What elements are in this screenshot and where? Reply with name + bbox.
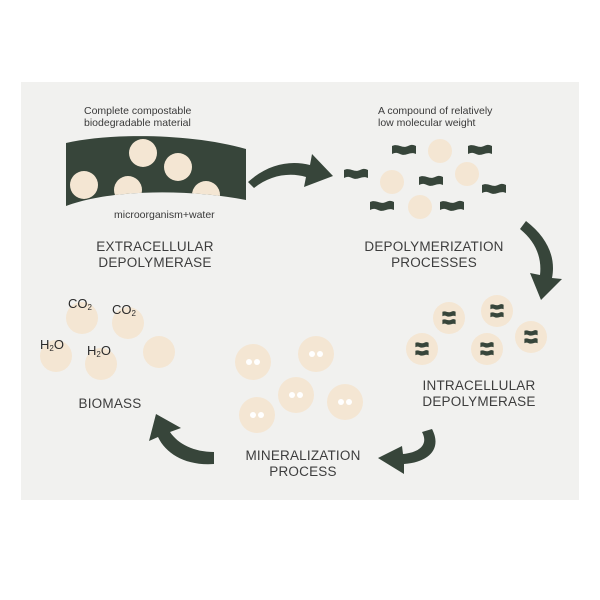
particle-circle [70,171,98,199]
cell-icon [515,321,547,353]
wave-fragment-icon [344,168,368,179]
curved-arrow-icon [520,221,562,300]
wave-fragment-icon [440,200,464,211]
curved-arrow-icon [378,429,436,474]
particle-circle [192,181,220,206]
particle-circle [114,176,142,204]
stage-mineralization: MINERALIZATION PROCESS [245,448,361,479]
biomass-circles [40,302,175,380]
stage-extracellular: EXTRACELLULAR DEPOLYMERASE [96,239,214,270]
curved-arrow-icon [149,414,214,465]
material-note: Complete compostable biodegradable mater… [84,105,192,129]
stage-intracellular: INTRACELLULAR DEPOLYMERASE [422,378,536,409]
h2o-label: H2O [87,343,111,359]
cell-icon [327,384,363,420]
particle-circle [143,336,175,368]
microorganism-note: microorganism+water [114,209,215,221]
h2o-label: H2O [40,337,64,353]
wave-fragment-icon [468,144,492,155]
cell-icon [433,302,465,334]
wave-fragment-icon [482,183,506,194]
wave-fragment-icon [370,200,394,211]
cell-icon [239,397,275,433]
cell-icon [406,333,438,365]
stage-biomass: BIOMASS [78,396,142,411]
low-molecular-compound-cluster [344,139,506,219]
stage-depolymerization: DEPOLYMERIZATION PROCESSES [364,239,504,270]
mineralization-cells [235,336,363,433]
particle-circle [66,302,98,334]
co2-label: CO2 [68,296,92,312]
particle-circle [112,307,144,339]
co2-label: CO2 [112,302,136,318]
cell-icon [235,344,271,380]
particle-circle [164,153,192,181]
cell-icon [471,333,503,365]
wave-fragment-icon [392,144,416,155]
particle-circle [428,139,452,163]
biodegradable-material-band [66,136,246,206]
particle-circle [40,340,72,372]
curved-arrow-icon [248,154,333,188]
cell-icon [278,377,314,413]
compound-note: A compound of relatively low molecular w… [378,105,493,129]
cell-icon [298,336,334,372]
particle-circle [455,162,479,186]
particle-circle [408,195,432,219]
cell-icon [481,295,513,327]
particle-circle [129,139,157,167]
intracellular-cells [406,295,547,365]
particle-circle [380,170,404,194]
wave-fragment-icon [419,175,443,186]
particle-circle [85,348,117,380]
